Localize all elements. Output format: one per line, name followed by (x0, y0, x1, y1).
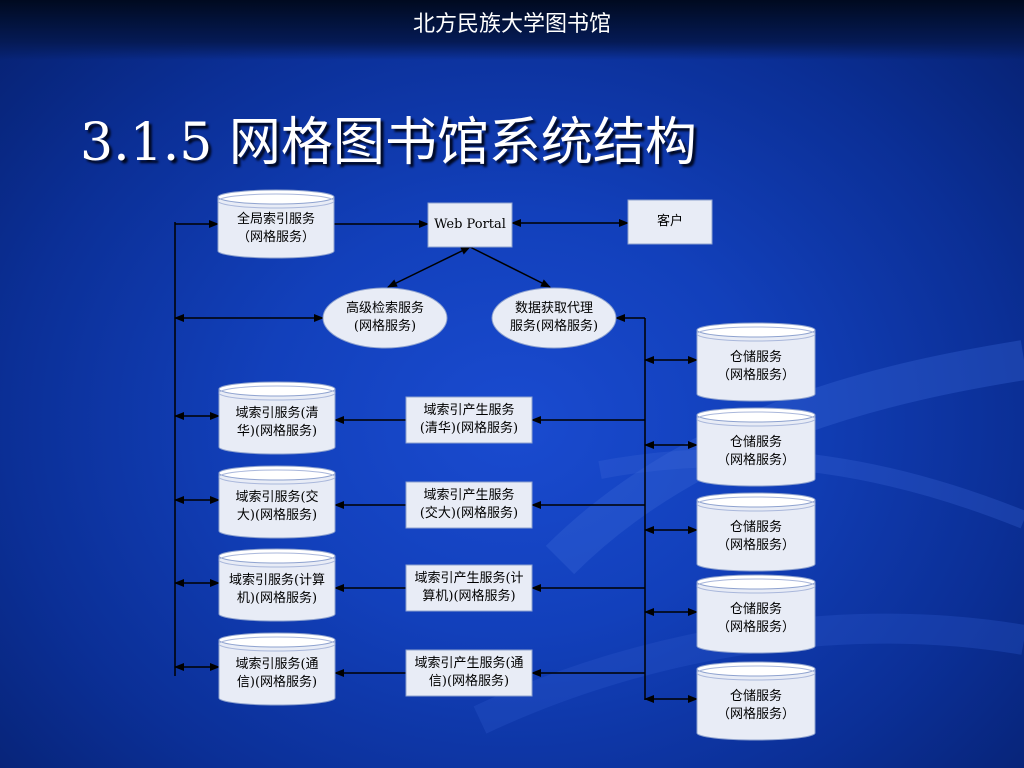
index-generator-service-3 (405, 564, 533, 612)
domain-index-service-1-label: 域索引服务(清华)(网格服务) (219, 394, 335, 452)
global-index-service-line2: （网格服务） (236, 230, 315, 245)
storage-service-3-line1: 仓储服务 (729, 520, 782, 535)
domain-index-service-1-line1: 域索引服务(清 (235, 406, 319, 421)
top-bar (0, 0, 1024, 60)
domain-index-service-3-line1: 域索引服务(计算 (228, 573, 326, 588)
storage-service-5-label: 仓储服务 （网格服务） (697, 674, 815, 738)
storage-service-4-line2: （网格服务） (716, 620, 795, 635)
client-node-line1: 客户 (656, 214, 683, 229)
index-generator-service-2 (405, 481, 533, 529)
storage-service-2-label: 仓储服务 （网格服务） (697, 420, 815, 484)
domain-index-service-2-label: 域索引服务(交大)(网格服务) (219, 478, 335, 536)
storage-service-1-label: 仓储服务 （网格服务） (697, 335, 815, 399)
storage-service-5-line1: 仓储服务 (729, 689, 782, 704)
storage-service-2-line1: 仓储服务 (729, 435, 782, 450)
storage-service-4-line1: 仓储服务 (729, 602, 782, 617)
index-generator-service-1-line1: 域索引产生服务 (423, 403, 515, 418)
domain-index-service-4 (218, 632, 336, 706)
global-index-service-label: 全局索引服务 （网格服务） (218, 202, 334, 256)
index-generator-service-2-label: 域索引产生服务 (交大)(网格服务) (406, 482, 532, 528)
domain-index-service-3-label: 域索引服务(计算机)(网格服务) (219, 561, 335, 619)
global-index-service (217, 189, 335, 259)
storage-service-3-line2: （网格服务） (716, 538, 795, 553)
storage-service-1-line1: 仓储服务 (729, 350, 782, 365)
data-proxy-service-label: 数据获取代理服务(网格服务) (492, 288, 616, 348)
header-institution: 北方民族大学图书馆 (412, 12, 611, 37)
domain-index-service-1 (218, 381, 336, 455)
storage-service-4 (696, 574, 816, 654)
domain-index-service-2 (218, 465, 336, 539)
domain-index-service-4-line1: 域索引服务(通 (235, 657, 319, 672)
storage-service-3 (696, 492, 816, 572)
global-index-service-line1: 全局索引服务 (236, 212, 315, 227)
index-generator-service-4-label: 域索引产生服务(通信)(网格服务) (406, 650, 532, 696)
index-generator-service-1-label: 域索引产生服务 (清华)(网格服务) (406, 397, 532, 443)
index-generator-service-3-label: 域索引产生服务(计算机)(网格服务) (406, 565, 532, 611)
index-generator-service-3-line1: 域索引产生服务(计 (414, 571, 524, 586)
domain-index-service-4-line2: 信)(网格服务) (236, 675, 318, 690)
advanced-search-service-label: 高级检索服务 (网格服务) (323, 288, 447, 348)
domain-index-service-4-label: 域索引服务(通信)(网格服务) (219, 645, 335, 703)
index-generator-service-2-line2: (交大)(网格服务) (419, 506, 519, 521)
domain-index-service-1-line2: 华)(网格服务) (236, 424, 318, 439)
index-generator-service-1 (405, 396, 533, 444)
data-proxy-service-line2: 服务(网格服务) (509, 319, 599, 334)
client-node-label: 客户 (628, 200, 712, 244)
domain-index-service-3 (218, 548, 336, 622)
client-node (627, 199, 713, 245)
index-generator-service-3-line2: 算机)(网格服务) (422, 589, 516, 604)
data-proxy-service (491, 287, 617, 349)
edge-portal-advanced (387, 246, 471, 288)
advanced-search-service-line1: 高级检索服务 (345, 301, 424, 316)
storage-service-5 (696, 661, 816, 741)
index-generator-service-4-line1: 域索引产生服务(通 (414, 656, 524, 671)
slide-title: 3.1.5 网格图书馆系统结构 (80, 113, 697, 173)
storage-service-1 (696, 322, 816, 402)
advanced-search-service-line2: (网格服务) (353, 319, 417, 334)
index-generator-service-4-line2: 信)(网格服务) (428, 674, 510, 689)
storage-service-5-line2: （网格服务） (716, 707, 795, 722)
storage-service-1-line2: （网格服务） (716, 368, 795, 383)
edge-portal-proxy (469, 246, 551, 288)
advanced-search-service (322, 287, 448, 349)
web-portal-node-label: Web Portal (428, 203, 512, 247)
storage-service-3-label: 仓储服务 （网格服务） (697, 505, 815, 569)
index-generator-service-1-line2: (清华)(网格服务) (419, 421, 519, 436)
domain-index-service-2-line1: 域索引服务(交 (235, 490, 319, 505)
data-proxy-service-line1: 数据获取代理 (514, 301, 593, 316)
domain-index-service-3-line2: 机)(网格服务) (236, 591, 318, 606)
storage-service-2 (696, 407, 816, 487)
storage-service-2-line2: （网格服务） (716, 453, 795, 468)
domain-index-service-2-line2: 大)(网格服务) (236, 508, 318, 523)
index-generator-service-2-line1: 域索引产生服务 (423, 488, 515, 503)
storage-service-4-label: 仓储服务 （网格服务） (697, 587, 815, 651)
web-portal-node-line1: Web Portal (434, 217, 506, 232)
index-generator-service-4 (405, 649, 533, 697)
web-portal-node (427, 202, 513, 248)
